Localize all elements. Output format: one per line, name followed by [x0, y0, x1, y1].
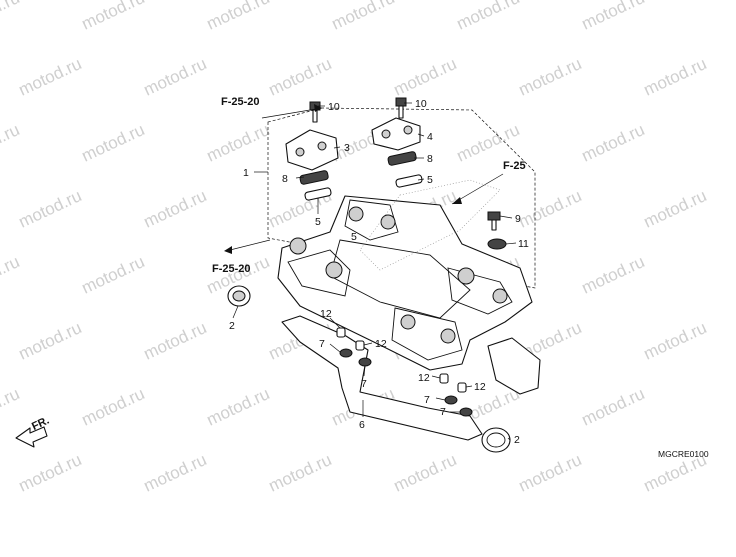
grommet-7 — [339, 348, 473, 417]
callout-12-b: 12 — [375, 338, 387, 350]
ref-arrow-head-top — [314, 104, 322, 112]
watermark-text: motod.ru — [0, 252, 22, 298]
watermark-text: motod.ru — [16, 186, 85, 232]
seal-left — [304, 187, 332, 201]
callout-12-c: 12 — [418, 372, 430, 384]
special-bolt — [487, 211, 501, 231]
callout-7-d: 7 — [440, 406, 446, 418]
watermark-text: motod.ru — [16, 54, 85, 100]
part-callout-labels: 1 2 2 3 4 5 5 5 6 7 7 7 7 8 8 9 10 10 11… — [229, 98, 529, 446]
callout-9: 9 — [515, 213, 521, 225]
rubber-grommet — [487, 238, 507, 250]
ref-label-right: F-25 — [503, 160, 526, 172]
head-cover-gasket — [281, 315, 483, 441]
callout-10-left: 10 — [328, 101, 340, 113]
watermark-text: motod.ru — [516, 54, 585, 100]
reed-plate-left — [299, 170, 329, 185]
head-cover-gasket-right — [487, 337, 541, 395]
callout-7-c: 7 — [424, 394, 430, 406]
callout-7-b: 7 — [361, 378, 367, 390]
watermark-text: motod.ru — [641, 54, 710, 100]
plug-right — [481, 427, 511, 453]
callout-5-right: 5 — [427, 174, 433, 186]
callout-12-a: 12 — [320, 308, 332, 320]
washer-12 — [336, 327, 467, 393]
callout-1: 1 — [243, 167, 249, 179]
callout-7-a: 7 — [319, 338, 325, 350]
watermark-text: motod.ru — [266, 450, 335, 496]
watermark-text: motod.ru — [79, 0, 148, 34]
callout-8-left: 8 — [282, 173, 288, 185]
callout-6: 6 — [359, 419, 365, 431]
watermark-text: motod.ru — [16, 318, 85, 364]
watermark-text: motod.ru — [0, 120, 22, 166]
callout-4: 4 — [427, 131, 433, 143]
watermark-text: motod.ru — [204, 384, 273, 430]
callout-2-right: 2 — [514, 434, 520, 446]
watermark-text: motod.ru — [641, 186, 710, 232]
callout-3: 3 — [344, 142, 350, 154]
breather-cover-left — [285, 129, 339, 171]
watermark-text: motod.ru — [0, 0, 22, 34]
callout-5-lower: 5 — [351, 231, 357, 243]
bolt-right — [395, 97, 407, 119]
seal-right — [395, 174, 423, 188]
ref-label-bottom: F-25-20 — [212, 263, 251, 275]
watermark-text: motod.ru — [141, 186, 210, 232]
watermark-text: motod.ru — [391, 54, 460, 100]
watermark-text: motod.ru — [454, 0, 523, 34]
watermark-text: motod.ru — [79, 120, 148, 166]
watermark-text: motod.ru — [454, 120, 523, 166]
callout-10-right: 10 — [415, 98, 427, 110]
watermark-text: motod.ru — [79, 384, 148, 430]
watermark-text: motod.ru — [79, 252, 148, 298]
watermark-text: motod.ru — [16, 450, 85, 496]
diagram-code: MGCRE0100 — [658, 449, 709, 459]
reed-plate-right — [387, 151, 417, 166]
watermark-text: motod.ru — [141, 318, 210, 364]
watermark-text: motod.ru — [391, 450, 460, 496]
ref-label-top: F-25-20 — [221, 96, 260, 108]
watermark-text: motod.ru — [579, 0, 648, 34]
callout-2-left: 2 — [229, 320, 235, 332]
callout-8-right: 8 — [427, 153, 433, 165]
breather-cover-right — [371, 117, 421, 151]
front-direction-label: FR. — [30, 415, 51, 433]
plug-left — [227, 285, 251, 307]
watermark-text: motod.ru — [579, 120, 648, 166]
watermark-text: motod.ru — [204, 0, 273, 34]
watermark-text: motod.ru — [329, 0, 398, 34]
front-direction-arrow-icon — [15, 426, 48, 448]
watermark-text: motod.ru — [141, 54, 210, 100]
watermark-text: motod.ru — [579, 252, 648, 298]
callout-11: 11 — [518, 238, 529, 250]
watermark-text: motod.ru — [141, 450, 210, 496]
watermark-text: motod.ru — [516, 186, 585, 232]
callout-5-left: 5 — [315, 216, 321, 228]
watermark-text: motod.ru — [579, 384, 648, 430]
cylinder-head-cover — [277, 195, 533, 371]
callout-12-d: 12 — [474, 381, 486, 393]
watermark-text: motod.ru — [204, 120, 273, 166]
leader-lines — [229, 102, 517, 441]
watermark-text: motod.ru — [641, 318, 710, 364]
ref-arrow-head-right — [452, 197, 462, 204]
watermark-text: motod.ru — [0, 384, 22, 430]
watermark-text: motod.ru — [516, 450, 585, 496]
ref-arrow-head-bottom — [224, 246, 232, 254]
watermark-text: motod.ru — [266, 54, 335, 100]
